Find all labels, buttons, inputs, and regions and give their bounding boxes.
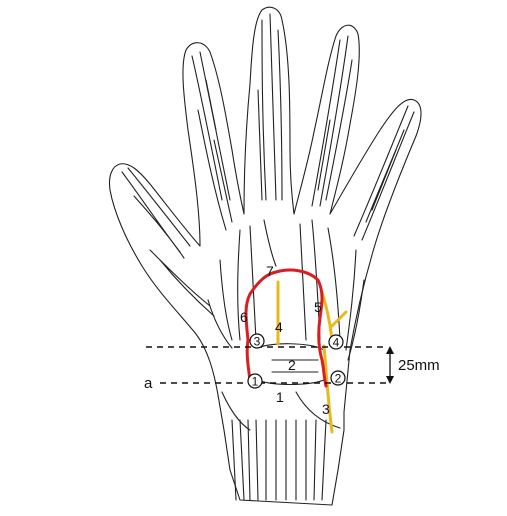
line-label-a: a (144, 375, 153, 392)
marker-6: 6 (240, 309, 248, 325)
circled-marker-4-label: 4 (333, 336, 340, 350)
nerve-branch-5 (322, 292, 332, 340)
circled-marker-4: 4 (329, 335, 343, 350)
circled-marker-2-label: 2 (335, 372, 342, 386)
marker-1: 1 (276, 389, 284, 405)
circled-marker-3: 3 (250, 334, 264, 349)
hand-illustration (109, 7, 421, 505)
index-finger-lines (192, 52, 232, 230)
ring-finger-lines (312, 36, 352, 206)
little-finger-lines (354, 106, 414, 240)
circled-marker-1: 1 (248, 374, 262, 389)
distance-label: 25mm (398, 357, 440, 374)
nerve-main-3 (324, 346, 332, 432)
distance-arrow (386, 346, 394, 384)
circled-marker-3-label: 3 (254, 335, 261, 349)
marker-5: 5 (314, 299, 322, 315)
marker-3: 3 (322, 401, 330, 417)
marker-2: 2 (288, 357, 296, 373)
middle-finger-lines (258, 14, 282, 266)
circled-marker-1-label: 1 (252, 375, 259, 389)
marker-7: 7 (266, 263, 274, 279)
incision-line (246, 270, 326, 386)
circled-marker-2: 2 (331, 371, 345, 386)
marker-4: 4 (275, 319, 283, 335)
